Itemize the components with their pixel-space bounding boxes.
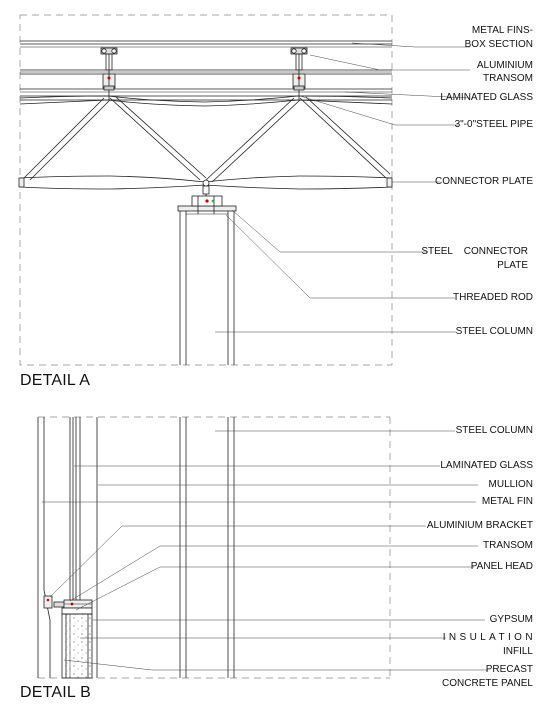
label-mullion: MULLION bbox=[488, 479, 533, 490]
label-steel-column-b: STEEL COLUMN bbox=[455, 425, 533, 436]
label-steel-column-a: STEEL COLUMN bbox=[455, 326, 533, 337]
leader-lines-a bbox=[215, 42, 471, 333]
label-laminated-glass-a: LAMINATED GLASS bbox=[440, 92, 533, 103]
aluminium-bracket-b bbox=[43, 595, 67, 609]
detail-b-drawing bbox=[37, 416, 488, 679]
spider-fitting-right bbox=[290, 47, 308, 100]
detail-a-title: DETAIL A bbox=[20, 372, 91, 389]
panel-head-b bbox=[61, 607, 93, 615]
label-metal-fins-line1: METAL FINS- bbox=[471, 25, 533, 36]
metal-fins-box-section bbox=[20, 40, 392, 48]
label-aluminium-bracket: ALUMINIUM BRACKET bbox=[426, 520, 533, 531]
label-transom: TRANSOM bbox=[483, 540, 533, 551]
steel-column-a bbox=[179, 211, 235, 365]
detail-a-drawing bbox=[18, 14, 471, 366]
label-insulation-line2: INFILL bbox=[502, 646, 533, 657]
label-insulation-line1: INSULATION bbox=[442, 632, 536, 643]
label-metal-fin: METAL FIN bbox=[481, 496, 533, 507]
steel-column-b bbox=[179, 417, 235, 678]
mullion-b bbox=[79, 417, 98, 678]
label-aluminium-transom-line1: ALUMINIUM bbox=[476, 60, 533, 71]
label-panel-head: PANEL HEAD bbox=[470, 561, 533, 572]
label-aluminium-transom-line2: TRANSOM bbox=[483, 73, 533, 84]
detail-a-boundary bbox=[19, 14, 393, 366]
metal-fin-b bbox=[37, 417, 51, 678]
laminated-glass-b bbox=[69, 417, 77, 604]
leader-lines-b bbox=[42, 430, 488, 671]
truss-top-chord bbox=[19, 95, 393, 107]
label-precast-line2: CONCRETE PANEL bbox=[442, 678, 533, 689]
label-precast-line1: PRECAST bbox=[485, 664, 533, 675]
steel-pipe-diagonals bbox=[23, 96, 391, 183]
label-laminated-glass-b: LAMINATED GLASS bbox=[440, 460, 533, 471]
aluminium-transom bbox=[20, 69, 392, 75]
detail-b-title: DETAIL B bbox=[20, 684, 91, 701]
label-threaded-rod: THREADED ROD bbox=[452, 292, 533, 303]
label-steel-pipe: 3"-0"STEEL PIPE bbox=[454, 119, 533, 130]
label-metal-fins-line2: BOX SECTION bbox=[464, 39, 533, 50]
label-steel-connector-line2: PLATE bbox=[497, 260, 528, 271]
label-connector-plate: CONNECTOR PLATE bbox=[435, 176, 533, 187]
steel-connector-plate bbox=[177, 195, 237, 214]
spider-fitting-left bbox=[100, 47, 118, 100]
precast-panel-b bbox=[61, 613, 93, 679]
label-steel-connector-line1: STEEL CONNECTOR bbox=[421, 246, 528, 257]
laminated-glass-a bbox=[20, 88, 392, 101]
label-gypsum: GYPSUM bbox=[489, 614, 533, 625]
